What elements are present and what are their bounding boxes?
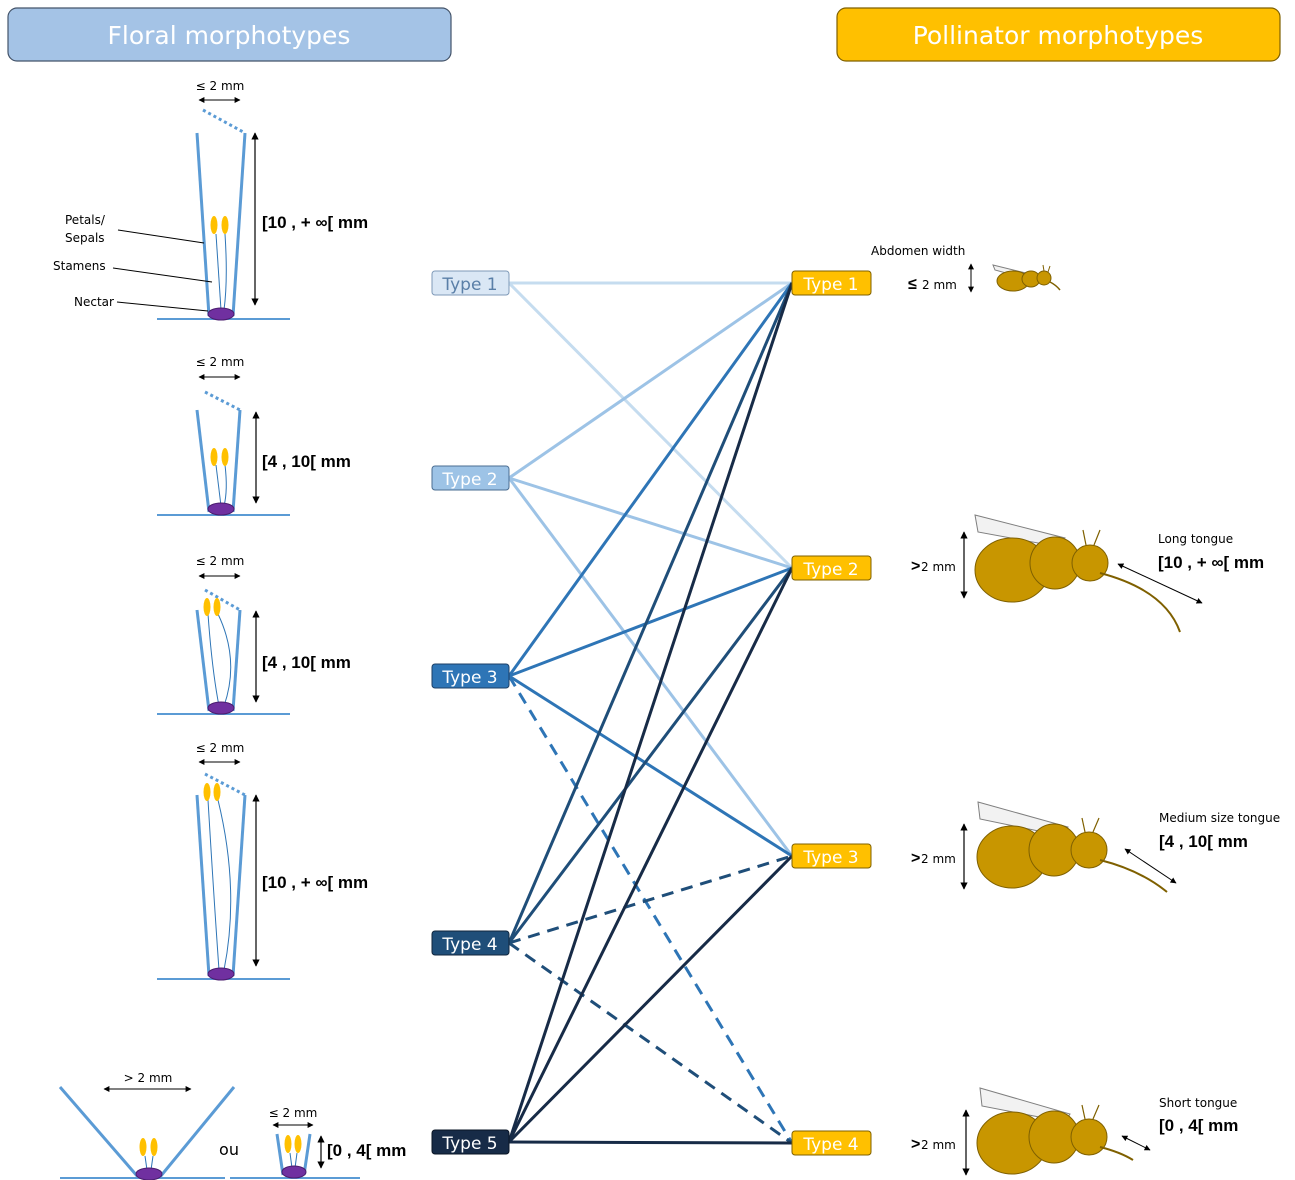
floral-type-2: Type 2 [431, 465, 510, 491]
link-floral-3-pollinator-2 [508, 566, 793, 678]
flower-3-width: ≤ 2 mm [196, 554, 245, 568]
floral-type-4-label: Type 4 [441, 935, 497, 955]
pollinator-type-4-label: Type 4 [802, 1135, 858, 1155]
flower-5b-width: ≤ 2 mm [269, 1106, 318, 1120]
link-floral-3-pollinator-4 [507, 675, 794, 1144]
pollinator-4-gt: > [911, 1136, 920, 1153]
link-floral-4-pollinator-3 [508, 854, 793, 945]
pollinator-1-le: ≤ [908, 276, 917, 293]
flower-5-range: [0 , 4[ mm [327, 1141, 406, 1160]
link-floral-5-pollinator-3 [507, 854, 794, 1144]
floral-type-4: Type 4 [431, 930, 510, 956]
flower-2-range: [4 , 10[ mm [262, 452, 351, 471]
link-floral-4-pollinator-2 [507, 567, 794, 944]
abdomen-width-label: Abdomen width [871, 244, 965, 258]
pollinator-type-2: Type 2 [791, 555, 872, 581]
link-floral-4-pollinator-1 [507, 282, 794, 944]
pollinator-2: > 2 mm Long tongue [10 , + ∞[ mm [911, 514, 1264, 633]
pollinator-1: Abdomen width ≤ 2 mm [871, 244, 1061, 293]
floral-type-5: Type 5 [431, 1129, 510, 1155]
medium-tongue-range: [4 , 10[ mm [1159, 832, 1248, 851]
pollinator-type-1: Type 1 [791, 270, 872, 296]
floral-type-2-label: Type 2 [441, 470, 497, 490]
flower-1: ≤ 2 mm [10 , + ∞[ mm Petals/ Sepals Stam… [53, 79, 368, 321]
floral-type-boxes: Type 1 Type 2 Type 3 Type 4 Type 5 [431, 270, 510, 1155]
short-tongue-range: [0 , 4[ mm [1159, 1116, 1238, 1135]
link-floral-4-pollinator-4 [508, 941, 793, 1145]
link-floral-2-pollinator-3 [507, 477, 794, 857]
floral-type-1: Type 1 [431, 270, 510, 296]
link-floral-2-pollinator-1 [508, 281, 793, 480]
pollinator-2-mm: 2 mm [921, 560, 956, 574]
flower-2-width: ≤ 2 mm [196, 355, 245, 369]
floral-type-3-label: Type 3 [441, 668, 497, 688]
pollinator-4: > 2 mm Short tongue [0 , 4[ mm [911, 1087, 1238, 1176]
flower-1-range: [10 , + ∞[ mm [262, 213, 368, 232]
flower-3: ≤ 2 mm [4 , 10[ mm [157, 554, 351, 715]
link-floral-5-pollinator-1 [507, 282, 794, 1143]
pollinator-4-mm: 2 mm [921, 1138, 956, 1152]
link-floral-5-pollinator-2 [507, 567, 794, 1143]
pollinator-3: > 2 mm Medium size tongue [4 , 10[ mm [911, 801, 1280, 893]
link-floral-3-pollinator-3 [508, 674, 793, 858]
pollinator-3-gt: > [911, 850, 920, 867]
pollinator-type-4: Type 4 [791, 1130, 872, 1156]
pollinator-type-2-label: Type 2 [802, 560, 858, 580]
long-tongue-label: Long tongue [1158, 532, 1233, 546]
flower-1-width: ≤ 2 mm [196, 79, 245, 93]
floral-type-3: Type 3 [431, 663, 510, 689]
flower-4-width: ≤ 2 mm [196, 741, 245, 755]
floral-type-5-label: Type 5 [441, 1134, 497, 1154]
pollinator-1-mm: 2 mm [922, 278, 957, 292]
pollinator-type-3-label: Type 3 [802, 848, 858, 868]
flower-4: ≤ 2 mm [10 , + ∞[ mm [157, 741, 368, 981]
link-floral-1-pollinator-2 [507, 281, 794, 570]
pollinator-type-3: Type 3 [791, 843, 872, 869]
pollinator-3-mm: 2 mm [921, 852, 956, 866]
flower-2: ≤ 2 mm [4 , 10[ mm [157, 355, 351, 516]
floral-type-1-label: Type 1 [441, 275, 497, 295]
pollinator-header-title: Pollinator morphotypes [913, 21, 1204, 50]
flower-5: > 2 mm ou ≤ 2 mm [0 , 4[ mm [58, 1071, 406, 1180]
floral-header: Floral morphotypes [7, 7, 452, 62]
link-floral-5-pollinator-4 [508, 1140, 793, 1145]
stamens-label: Stamens [53, 259, 106, 273]
flower-5-width: > 2 mm [124, 1071, 173, 1085]
medium-tongue-label: Medium size tongue [1159, 811, 1280, 825]
ou-label: ou [219, 1140, 239, 1159]
pollinator-header: Pollinator morphotypes [836, 7, 1281, 62]
short-tongue-label: Short tongue [1159, 1096, 1237, 1110]
flower-4-range: [10 , + ∞[ mm [262, 873, 368, 892]
pollinator-type-boxes: Type 1 Type 2 Type 3 Type 4 [791, 270, 872, 1156]
sepals-label: Sepals [65, 231, 105, 245]
link-lines [507, 281, 794, 1145]
petals-label: Petals/ [65, 213, 106, 227]
flower-3-range: [4 , 10[ mm [262, 653, 351, 672]
link-floral-2-pollinator-2 [508, 476, 793, 570]
link-floral-3-pollinator-1 [507, 282, 794, 677]
long-tongue-range: [10 , + ∞[ mm [1158, 553, 1264, 572]
pollinator-type-1-label: Type 1 [802, 275, 858, 295]
pollinator-2-gt: > [911, 558, 920, 575]
nectar-label: Nectar [74, 295, 114, 309]
floral-header-title: Floral morphotypes [108, 21, 351, 50]
